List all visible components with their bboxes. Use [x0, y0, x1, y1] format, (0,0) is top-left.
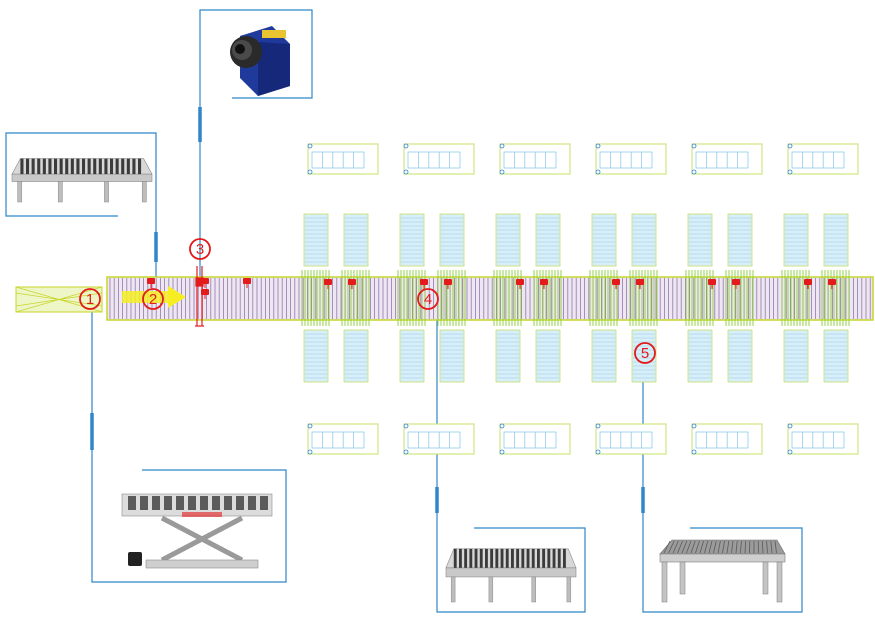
- pick-station: [631, 213, 657, 267]
- callout-line-thick-segments: [90, 107, 645, 513]
- markers: 1 2 3 4 5: [79, 238, 656, 364]
- sensor-icon: [201, 289, 209, 299]
- pick-station: [399, 329, 425, 383]
- sensor-icon: [324, 279, 332, 289]
- scanner-camera-icon: [230, 20, 292, 96]
- sensor-icon: [732, 279, 740, 289]
- roller-conveyor-icon: [445, 548, 577, 603]
- main-conveyor: [106, 276, 874, 321]
- callout-line-scanner: [199, 9, 313, 300]
- roller-conveyor-icon: [11, 158, 153, 203]
- sensor-icon: [348, 279, 356, 289]
- pick-station: [823, 329, 849, 383]
- sensor-icon: [243, 278, 251, 288]
- sensor-icon: [147, 278, 155, 288]
- transfer-module: [493, 270, 562, 326]
- roller-table-icon: [659, 539, 786, 603]
- pick-station: [535, 213, 561, 267]
- marker-5: 5: [634, 342, 656, 364]
- buffer-table: [499, 423, 571, 455]
- sensor-icon: [444, 279, 452, 289]
- pick-station: [727, 213, 753, 267]
- buffer-table: [691, 423, 763, 455]
- sensors: [147, 278, 836, 299]
- buffer-table: [787, 143, 859, 175]
- callout-line-roller-conveyor: [5, 132, 157, 278]
- pick-station: [687, 329, 713, 383]
- flow-direction-arrow-icon: [122, 286, 186, 308]
- sensor-icon: [516, 279, 524, 289]
- buffer-table: [307, 143, 379, 175]
- buffer-table: [595, 143, 667, 175]
- sensor-icon: [612, 279, 620, 289]
- pick-station: [823, 213, 849, 267]
- buffer-table: [403, 143, 475, 175]
- pick-station: [687, 213, 713, 267]
- sensor-icon: [420, 279, 428, 289]
- pick-station: [343, 329, 369, 383]
- pick-station: [439, 329, 465, 383]
- pick-station: [727, 329, 753, 383]
- marker-number: 1: [86, 291, 94, 308]
- marker-number: 3: [196, 241, 204, 258]
- pick-station: [343, 213, 369, 267]
- sensor-icon: [636, 279, 644, 289]
- marker-1: 1: [79, 288, 101, 310]
- transfer-module: [301, 270, 370, 326]
- buffer-tables: [307, 143, 859, 455]
- buffer-table: [595, 423, 667, 455]
- scanner-gate: [195, 266, 204, 327]
- callout-line-gravity-table: [642, 366, 803, 613]
- pick-station: [303, 213, 329, 267]
- pick-station: [783, 213, 809, 267]
- callout-line-lift: [91, 300, 287, 583]
- sensor-icon: [540, 279, 548, 289]
- pick-station: [783, 329, 809, 383]
- pick-station: [399, 213, 425, 267]
- marker-2: 2: [142, 288, 164, 310]
- sensor-icon: [708, 279, 716, 289]
- buffer-table: [787, 423, 859, 455]
- marker-number: 2: [149, 291, 157, 308]
- pick-station: [495, 329, 521, 383]
- sensor-icon: [804, 279, 812, 289]
- pick-station: [495, 213, 521, 267]
- buffer-table: [499, 143, 571, 175]
- pick-station: [535, 329, 561, 383]
- marker-number: 5: [641, 345, 649, 362]
- buffer-table: [691, 143, 763, 175]
- pick-station: [439, 213, 465, 267]
- marker-3: 3: [189, 238, 211, 260]
- transfer-module: [781, 270, 850, 326]
- pick-station: [303, 329, 329, 383]
- pick-station: [591, 329, 617, 383]
- buffer-table: [403, 423, 475, 455]
- pick-station: [591, 213, 617, 267]
- buffer-table: [307, 423, 379, 455]
- scissor-lift-icon: [121, 493, 273, 569]
- marker-number: 4: [424, 291, 432, 308]
- marker-4: 4: [417, 288, 439, 310]
- sensor-icon: [828, 279, 836, 289]
